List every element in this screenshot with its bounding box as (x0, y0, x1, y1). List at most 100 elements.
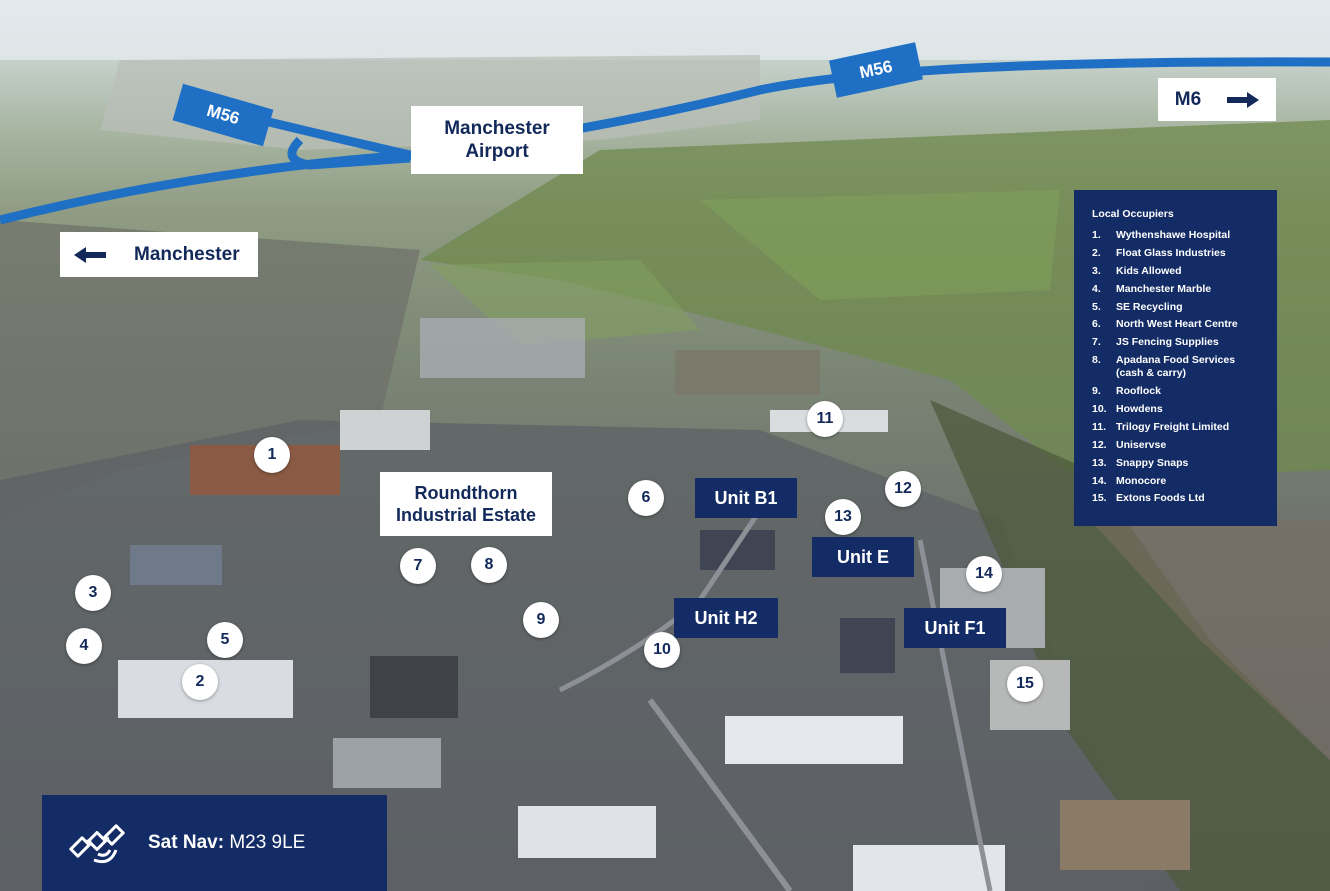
legend-item-number: 4. (1092, 282, 1101, 295)
marker-13[interactable]: 13 (825, 499, 861, 535)
legend-item-name: Apadana Food Services (cash & carry) (1116, 354, 1236, 380)
unit-h2-label: Unit H2 (674, 598, 778, 638)
legend-list: 1. Wythenshawe Hospital 2. Float Glass Indu… (1092, 229, 1263, 505)
marker-10[interactable]: 10 (644, 632, 680, 668)
legend-item-number: 3. (1092, 264, 1101, 277)
marker-5-text: 5 (220, 631, 230, 648)
legend-item-number: 7. (1092, 336, 1101, 349)
manchester-text: Manchester (134, 243, 240, 265)
marker-12[interactable]: 12 (885, 471, 921, 507)
legend-item: 12. Uniservse (1092, 439, 1263, 452)
right-arrow-icon (1227, 91, 1260, 108)
legend-item: 8. Apadana Food Services (cash & carry) (1092, 354, 1263, 380)
local-occupiers-legend: Local Occupiers 1. Wythenshawe Hospital 2.… (1074, 190, 1277, 526)
legend-item-number: 8. (1092, 354, 1101, 367)
legend-item-name: Snappy Snaps (1116, 456, 1189, 469)
marker-14-text: 14 (975, 565, 993, 582)
legend-item-name: JS Fencing Supplies (1116, 336, 1219, 349)
marker-7[interactable]: 7 (400, 548, 436, 584)
legend-item-number: 13. (1092, 456, 1107, 469)
unit-e-text: Unit E (837, 546, 889, 567)
m56-motorway-line (0, 57, 1330, 225)
legend-item-name: Kids Allowed (1116, 264, 1182, 277)
satnav-banner: Sat Nav: M23 9LE (42, 795, 387, 891)
estate-label: Roundthorn Industrial Estate (380, 472, 552, 536)
legend-item: 7. JS Fencing Supplies (1092, 336, 1263, 349)
legend-item-number: 14. (1092, 474, 1107, 487)
legend-item-number: 10. (1092, 403, 1107, 416)
legend-item: 9. Rooflock (1092, 385, 1263, 398)
legend-item: 13. Snappy Snaps (1092, 457, 1263, 470)
estate-label-text: Roundthorn Industrial Estate (395, 483, 537, 525)
legend-item: 15. Extons Foods Ltd (1092, 492, 1263, 505)
legend-title: Local Occupiers (1092, 208, 1174, 220)
marker-7-text: 7 (413, 557, 423, 574)
marker-6[interactable]: 6 (628, 480, 664, 516)
legend-item: 1. Wythenshawe Hospital (1092, 229, 1263, 242)
marker-11-text: 11 (816, 410, 834, 427)
legend-item-name: Wythenshawe Hospital (1116, 229, 1231, 241)
legend-item-name: Float Glass Industries (1116, 246, 1226, 259)
legend-item: 14. Monocore (1092, 475, 1263, 488)
legend-item: 4. Manchester Marble (1092, 283, 1263, 296)
legend-item-number: 9. (1092, 385, 1101, 398)
legend-item-number: 1. (1092, 229, 1101, 241)
legend-item: 3. Kids Allowed (1092, 265, 1263, 278)
marker-4-text: 4 (79, 637, 89, 654)
marker-11[interactable]: 11 (807, 401, 843, 437)
legend-item: 11. Trilogy Freight Limited (1092, 421, 1263, 434)
marker-2-text: 2 (195, 673, 205, 690)
satnav-postcode: M23 9LE (229, 832, 306, 853)
unit-b1-label: Unit B1 (695, 478, 797, 518)
marker-13-text: 13 (834, 508, 852, 525)
satnav-label: Sat Nav: (148, 832, 225, 853)
legend-item-number: 15. (1092, 492, 1107, 505)
marker-1-text: 1 (267, 446, 277, 463)
marker-14[interactable]: 14 (966, 556, 1002, 592)
legend-item-number: 2. (1092, 246, 1101, 259)
marker-4[interactable]: 4 (66, 628, 102, 664)
legend-item-name: Extons Foods Ltd (1116, 492, 1205, 505)
m56-label-text-east: M56 (857, 56, 895, 83)
legend-item: 6. North West Heart Centre (1092, 318, 1263, 331)
marker-8[interactable]: 8 (471, 547, 507, 583)
legend-item-number: 6. (1092, 318, 1101, 331)
legend-item-number: 12. (1092, 438, 1107, 451)
legend-item-name: SE Recycling (1116, 300, 1183, 313)
marker-15[interactable]: 15 (1007, 666, 1043, 702)
marker-3[interactable]: 3 (75, 575, 111, 611)
marker-10-text: 10 (653, 641, 671, 658)
legend-item: 10.Howdens (1092, 403, 1263, 416)
marker-3-text: 3 (88, 584, 98, 601)
legend-item-name: Uniservse (1116, 438, 1167, 451)
manchester-direction-label: Manchester (60, 232, 258, 277)
unit-f1-text: Unit F1 (924, 617, 986, 638)
m56-label-text: M56 (204, 100, 242, 129)
legend-item-number: 11. (1092, 420, 1107, 433)
m6-direction-label: M6 (1158, 78, 1276, 121)
legend-item-number: 5. (1092, 300, 1101, 313)
unit-h2-text: Unit H2 (694, 607, 758, 628)
marker-9[interactable]: 9 (523, 602, 559, 638)
left-arrow-icon (74, 246, 106, 263)
marker-1[interactable]: 1 (254, 437, 290, 473)
legend-item-name: Monocore (1116, 474, 1167, 487)
unit-e-label: Unit E (812, 537, 914, 577)
marker-6-text: 6 (641, 489, 651, 506)
legend-item-name: North West Heart Centre (1116, 318, 1238, 331)
marker-15-text: 15 (1016, 675, 1034, 692)
airport-label: Manchester Airport (411, 106, 583, 174)
marker-9-text: 9 (536, 611, 546, 628)
satellite-icon (69, 824, 125, 864)
unit-f1-label: Unit F1 (904, 608, 1006, 648)
unit-b1-text: Unit B1 (714, 487, 778, 508)
marker-2[interactable]: 2 (182, 664, 218, 700)
marker-5[interactable]: 5 (207, 622, 243, 658)
airport-label-text: Manchester Airport (444, 118, 550, 162)
m6-text: M6 (1174, 88, 1202, 110)
marker-12-text: 12 (894, 480, 912, 497)
legend-item-name: Rooflock (1116, 385, 1161, 398)
legend-item-name: Manchester Marble (1116, 282, 1212, 295)
legend-item-name: Trilogy Freight Limited (1116, 420, 1230, 433)
